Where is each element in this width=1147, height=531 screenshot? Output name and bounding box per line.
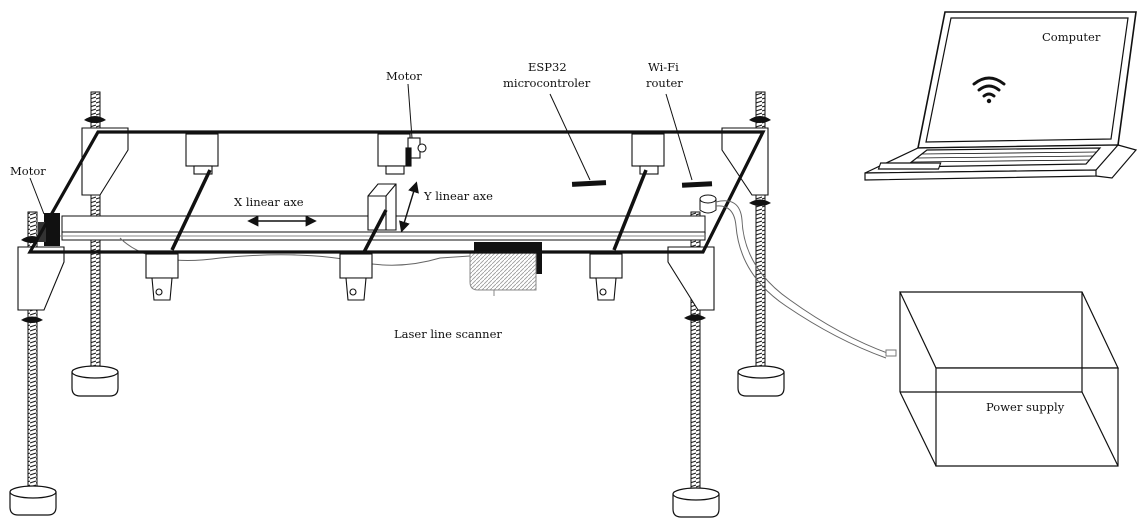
main-frame (27, 130, 766, 254)
upper-mounts (170, 133, 665, 251)
wing-nut (684, 314, 706, 321)
laser-line-scanner (469, 242, 542, 296)
y-carriage (360, 183, 397, 257)
wifi-icon (972, 76, 1006, 104)
foot-front-right (672, 487, 720, 518)
motor-left-label: Motor (10, 164, 46, 178)
feet (9, 365, 785, 518)
leader-lines (29, 83, 693, 215)
mount-lower-2 (339, 253, 373, 301)
wing-nut (84, 116, 106, 123)
y-axis-label: Y linear axe (423, 189, 493, 203)
lower-mounts (145, 253, 623, 301)
wing-nut (749, 116, 771, 123)
esp32-label-line1: ESP32 (528, 60, 567, 74)
wifi-router-label-line2: router (646, 76, 683, 90)
power-cables (715, 200, 897, 359)
computer-label: Computer (1042, 30, 1101, 44)
foot-back-left (71, 365, 119, 397)
power-supply-box (899, 291, 1119, 467)
x-axis-label: X linear axe (234, 195, 304, 209)
y-axis-arrow (399, 181, 419, 233)
mount-upper-2 (377, 133, 411, 175)
esp32-board (571, 180, 607, 187)
mount-upper-3 (612, 133, 665, 251)
bracket-front-left (17, 246, 65, 311)
mount-lower-3 (589, 253, 623, 301)
wifi-router-label-line1: Wi-Fi (648, 60, 679, 74)
mount-lower-1 (145, 253, 179, 301)
wing-nut (21, 316, 43, 323)
mount-upper-1 (170, 133, 219, 251)
wifi-router (681, 181, 713, 188)
esp32-label-line2: microcontroler (503, 76, 591, 90)
power-supply-label: Power supply (986, 400, 1065, 414)
foot-front-left (9, 485, 57, 516)
foot-back-right (737, 365, 785, 397)
wing-nut (749, 199, 771, 206)
motor-top-label: Motor (386, 69, 422, 83)
laser-scanner-label: Laser line scanner (394, 327, 502, 341)
bracket-back-left (81, 127, 129, 196)
laptop (864, 11, 1138, 181)
motor-top (405, 137, 427, 167)
connector (699, 194, 717, 214)
